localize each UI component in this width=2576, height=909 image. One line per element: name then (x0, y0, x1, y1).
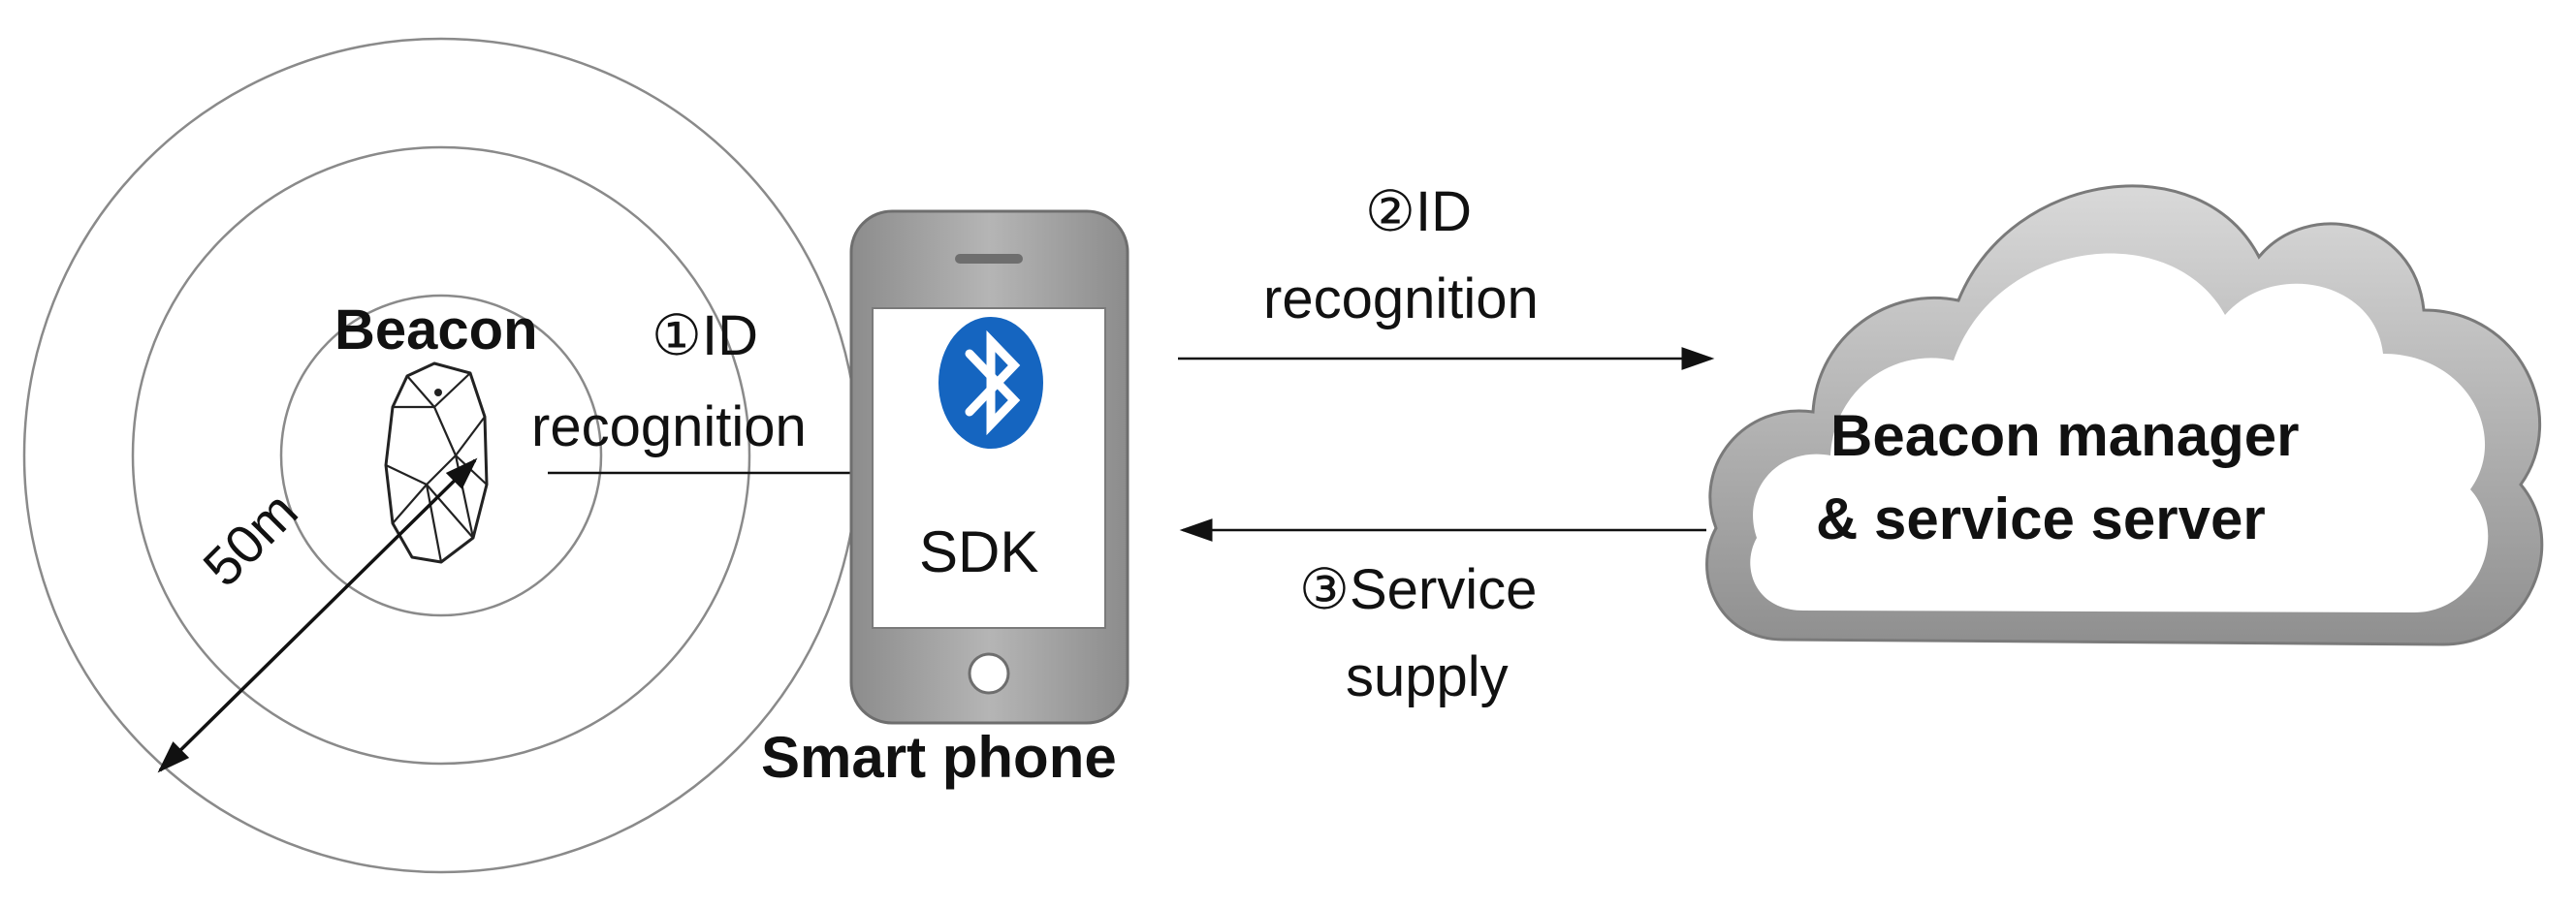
step3-line2: supply (1346, 645, 1509, 708)
smartphone-label: Smart phone (761, 725, 1117, 790)
sdk-label: SDK (919, 519, 1039, 584)
step3-label: ③Service (1299, 562, 1537, 618)
step1-line2: recognition (531, 395, 807, 458)
step1-line1: ID (702, 304, 758, 367)
step1-number: ① (652, 304, 702, 367)
range-arrow (157, 457, 478, 773)
cloud-icon (1705, 184, 2544, 646)
step1-label: ①ID (652, 308, 758, 364)
bluetooth-icon (938, 317, 1043, 449)
step2-line2: recognition (1263, 267, 1539, 330)
server-label-line2: & service server (1816, 486, 2266, 551)
step2-line1: ID (1415, 180, 1472, 243)
step3-number: ③ (1299, 558, 1350, 621)
beacon-label: Beacon (334, 298, 538, 361)
step2-label: ②ID (1365, 184, 1472, 240)
smartphone-icon (849, 209, 1129, 725)
server-label-line1: Beacon manager (1830, 403, 2300, 468)
step2-number: ② (1365, 180, 1415, 243)
step3-line1: Service (1350, 558, 1538, 621)
